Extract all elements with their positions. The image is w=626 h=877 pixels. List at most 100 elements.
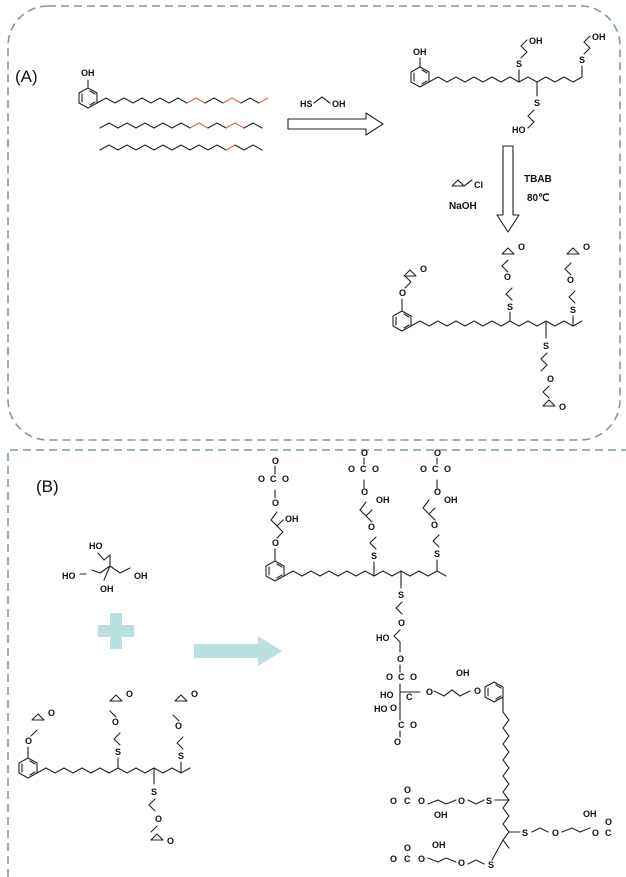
svg-text:O: O bbox=[361, 487, 368, 497]
svg-text:O: O bbox=[420, 264, 427, 274]
thiol-ene-product: OH S OH S OH S HO bbox=[410, 32, 606, 135]
svg-text:80℃: 80℃ bbox=[527, 193, 549, 204]
reaction-arrow-1 bbox=[287, 112, 384, 136]
svg-text:OH: OH bbox=[456, 668, 470, 678]
svg-text:OH: OH bbox=[432, 840, 446, 850]
svg-text:OH: OH bbox=[376, 495, 390, 505]
svg-text:NaOH: NaOH bbox=[449, 201, 477, 212]
citric-acid-structure: HO HO OH OH bbox=[62, 541, 148, 594]
reaction-arrow-2 bbox=[496, 145, 520, 233]
svg-text:O: O bbox=[361, 448, 368, 458]
svg-text:O: O bbox=[272, 456, 279, 466]
svg-text:OH: OH bbox=[592, 32, 606, 42]
svg-text:O: O bbox=[386, 672, 393, 682]
svg-text:O: O bbox=[404, 843, 411, 853]
svg-text:S: S bbox=[371, 551, 377, 561]
svg-text:TBAB: TBAB bbox=[524, 174, 552, 185]
svg-text:C: C bbox=[432, 464, 439, 474]
svg-text:S: S bbox=[434, 549, 440, 559]
svg-text:S: S bbox=[570, 305, 576, 315]
svg-text:O: O bbox=[567, 275, 574, 285]
svg-text:C: C bbox=[404, 796, 411, 806]
svg-text:HO: HO bbox=[376, 633, 390, 643]
svg-text:O: O bbox=[398, 618, 405, 628]
svg-text:HO: HO bbox=[380, 690, 394, 700]
svg-text:O: O bbox=[390, 796, 397, 806]
svg-text:S: S bbox=[151, 787, 157, 797]
svg-text:S: S bbox=[507, 302, 513, 312]
svg-text:OH: OH bbox=[583, 809, 597, 819]
svg-text:O: O bbox=[390, 854, 397, 864]
svg-text:C: C bbox=[406, 692, 413, 702]
svg-text:S: S bbox=[398, 590, 404, 600]
svg-text:S: S bbox=[488, 860, 494, 870]
svg-text:O: O bbox=[547, 374, 554, 384]
svg-text:O: O bbox=[426, 687, 433, 697]
svg-text:O: O bbox=[48, 708, 55, 718]
svg-text:O: O bbox=[191, 689, 198, 699]
svg-text:O: O bbox=[583, 242, 590, 252]
svg-text:O: O bbox=[605, 817, 612, 827]
svg-text:O: O bbox=[552, 828, 559, 838]
svg-text:O: O bbox=[410, 720, 417, 730]
svg-text:O: O bbox=[420, 464, 427, 474]
panel-b-label: (B) bbox=[36, 477, 59, 496]
svg-text:O: O bbox=[397, 654, 404, 664]
svg-text:O: O bbox=[458, 858, 465, 868]
svg-text:C: C bbox=[398, 672, 405, 682]
svg-text:O: O bbox=[418, 854, 425, 864]
svg-text:OH: OH bbox=[100, 584, 114, 594]
svg-text:C: C bbox=[404, 854, 411, 864]
svg-text:O: O bbox=[372, 464, 379, 474]
svg-text:O: O bbox=[434, 448, 441, 458]
svg-text:OH: OH bbox=[285, 514, 299, 524]
svg-text:C: C bbox=[270, 474, 277, 484]
svg-text:OH: OH bbox=[134, 571, 148, 581]
svg-text:O: O bbox=[444, 464, 451, 474]
svg-text:Cl: Cl bbox=[474, 180, 483, 190]
svg-text:S: S bbox=[543, 341, 549, 351]
panel-a-label: (A) bbox=[15, 67, 38, 86]
svg-text:O: O bbox=[126, 689, 133, 699]
svg-text:C: C bbox=[605, 828, 612, 838]
panel-b-frame bbox=[7, 449, 626, 877]
svg-text:O: O bbox=[282, 474, 289, 484]
svg-text:S: S bbox=[522, 828, 528, 838]
svg-text:O: O bbox=[418, 796, 425, 806]
epoxy-monomer-reactant: O O S O O S O O S O O bbox=[18, 689, 198, 846]
epichlorohydrin-reagent: Cl NaOH TBAB 80℃ bbox=[449, 174, 552, 212]
svg-text:O: O bbox=[518, 242, 525, 252]
svg-text:HO: HO bbox=[512, 125, 526, 135]
svg-text:S: S bbox=[486, 796, 492, 806]
svg-text:S: S bbox=[115, 747, 121, 757]
svg-text:S: S bbox=[178, 751, 184, 761]
svg-text:O: O bbox=[368, 522, 375, 532]
svg-text:O: O bbox=[25, 736, 32, 746]
svg-text:HS: HS bbox=[300, 99, 313, 109]
crosslinked-network-product: O OH O O C O O S O OH O O C O O S O OH O bbox=[258, 448, 612, 870]
svg-text:S: S bbox=[579, 55, 585, 65]
svg-text:OH: OH bbox=[529, 36, 543, 46]
svg-text:O: O bbox=[431, 520, 438, 530]
svg-text:HO: HO bbox=[374, 704, 388, 714]
svg-text:O: O bbox=[390, 703, 397, 713]
svg-text:O: O bbox=[504, 272, 511, 282]
atom-oh: OH bbox=[81, 68, 95, 78]
svg-text:C: C bbox=[398, 720, 405, 730]
mercaptoethanol-reagent: HS OH bbox=[300, 96, 346, 109]
svg-text:O: O bbox=[434, 487, 441, 497]
epoxy-product: O O S O O S O O S O O bbox=[392, 242, 590, 412]
svg-text:O: O bbox=[592, 828, 599, 838]
svg-text:O: O bbox=[410, 672, 417, 682]
svg-text:O: O bbox=[458, 796, 465, 806]
svg-text:O: O bbox=[258, 474, 265, 484]
svg-text:C: C bbox=[360, 464, 367, 474]
svg-text:S: S bbox=[516, 59, 522, 69]
svg-text:O: O bbox=[272, 498, 279, 508]
svg-text:O: O bbox=[175, 721, 182, 731]
reaction-arrow-3 bbox=[194, 636, 282, 666]
svg-text:S: S bbox=[534, 98, 540, 108]
svg-text:OH: OH bbox=[332, 99, 346, 109]
svg-text:HO: HO bbox=[62, 571, 76, 581]
